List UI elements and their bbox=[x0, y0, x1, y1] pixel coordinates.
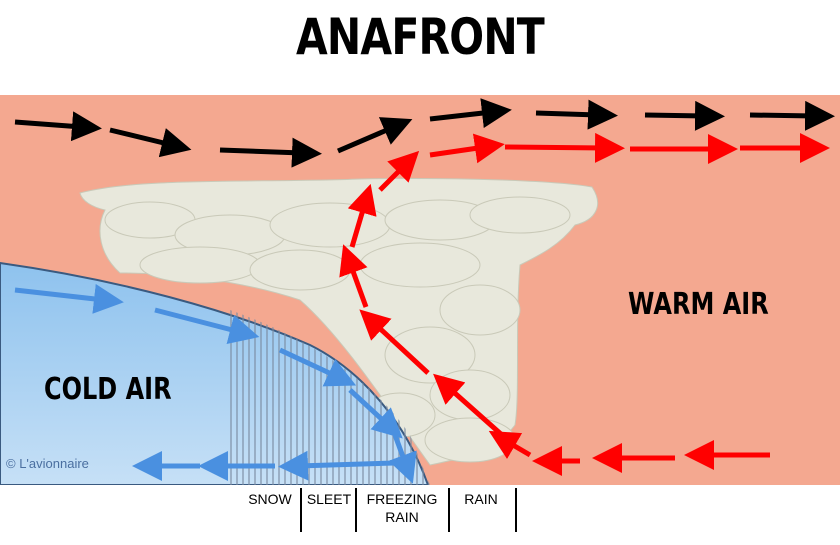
precip-label-snow: SNOW bbox=[240, 490, 300, 508]
precip-label-sleet: SLEET bbox=[303, 490, 355, 508]
page-title: ANAFRONT bbox=[76, 8, 765, 66]
credit-text: © L'avionnaire bbox=[6, 456, 89, 471]
cold-air-label: COLD AIR bbox=[44, 372, 172, 407]
precip-divider bbox=[300, 488, 302, 532]
precip-divider bbox=[448, 488, 450, 532]
warm-air-label: WARM AIR bbox=[628, 287, 769, 322]
precip-label-freezing-rain: FREEZING RAIN bbox=[358, 490, 446, 526]
precip-divider bbox=[515, 488, 517, 532]
precip-divider bbox=[355, 488, 357, 532]
precip-label-rain: RAIN bbox=[451, 490, 511, 508]
